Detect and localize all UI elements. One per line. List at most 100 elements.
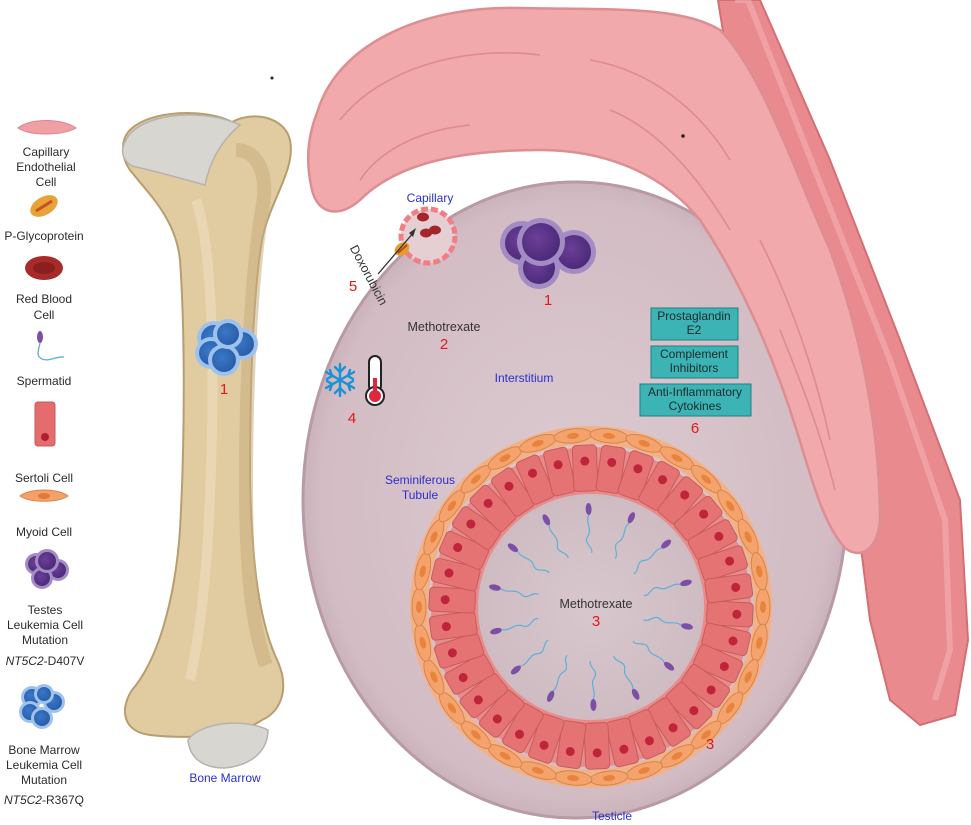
- myoid-nucleus: [603, 432, 615, 439]
- sertoli-cell-body: [701, 622, 752, 657]
- sertoli-cell: [491, 467, 535, 517]
- epididymis: [306, 6, 882, 555]
- text-line: Bone Marrow: [8, 743, 80, 757]
- snowflake-icon: [324, 362, 356, 398]
- sertoli-cell-body: [438, 530, 490, 570]
- sertoli-cell-body: [595, 444, 626, 494]
- sertoli-cell-body: [617, 450, 654, 501]
- sertoli-cell: [704, 573, 754, 604]
- sertoli-nucleus: [725, 556, 735, 566]
- spermatid-head: [680, 579, 692, 587]
- text-line: Endothelial: [16, 160, 75, 174]
- sertoli-cell-body: [478, 689, 525, 738]
- myoid-nucleus: [744, 531, 752, 543]
- sertoli-cell: [595, 444, 626, 494]
- myoid-nucleus: [760, 601, 766, 613]
- sertoli-nucleus: [528, 468, 538, 478]
- red-blood-cell-icon: [25, 256, 63, 280]
- spermatid: [613, 655, 640, 700]
- sertoli-cell: [583, 722, 611, 770]
- sertoli-cell-body: [680, 664, 731, 708]
- spermatid-tail: [614, 522, 630, 560]
- text-line: Complement: [660, 347, 729, 361]
- text-line: Tubule: [402, 488, 439, 502]
- number-temperature: 4: [348, 410, 356, 427]
- bone-marrow-label: Bone Marrow: [189, 771, 261, 785]
- myoid-nucleus: [701, 730, 711, 740]
- sertoli-nucleus: [633, 464, 643, 474]
- spermatid-tail: [585, 514, 593, 554]
- sertoli-nucleus: [658, 475, 668, 485]
- sertoli-cell: [502, 703, 544, 754]
- red-blood-cell: [420, 228, 432, 238]
- text-line: Leukemia Cell: [6, 758, 82, 772]
- spermatid-tail: [633, 547, 662, 575]
- myoid-nucleus: [744, 671, 752, 683]
- doxorubicin-arrow: [377, 231, 415, 275]
- spermatid-head: [681, 623, 693, 630]
- sertoli-nucleus: [607, 457, 617, 467]
- number-testes-cells: 1: [544, 292, 552, 309]
- sertoli-cell-body: [428, 610, 478, 641]
- sertoli-nucleus: [619, 744, 629, 754]
- sertoli-nucleus: [680, 490, 690, 500]
- myoid-nucleus: [430, 671, 438, 683]
- spermatid-head: [590, 698, 597, 711]
- spermatid-head: [510, 665, 521, 675]
- myoid-nucleus: [603, 775, 615, 782]
- sertoli-cell-body: [459, 672, 508, 719]
- myoid-nucleus: [447, 500, 457, 512]
- bone-marrow-leukemia-cell-icon: [19, 684, 65, 729]
- interstitium-label: Interstitium: [495, 371, 554, 385]
- number-bone-marrow-cells: 1: [220, 381, 228, 398]
- spermatid: [490, 617, 539, 635]
- myoid-nucleus: [567, 432, 579, 439]
- spermatid-tail: [613, 655, 634, 689]
- sertoli-cell-body: [543, 446, 577, 497]
- myoid-nucleus: [430, 531, 438, 543]
- spermatid-tail: [643, 616, 682, 626]
- sertoli-cell: [543, 446, 577, 497]
- spermatid: [489, 584, 539, 598]
- myoid-cell-icon: [19, 489, 69, 502]
- sertoli-nucleus: [483, 498, 493, 508]
- capillary-endothelial-icon: [17, 120, 77, 135]
- sertoli-nucleus: [504, 481, 514, 491]
- sertoli-cell: [428, 610, 478, 641]
- sertoli-cell-body: [571, 444, 599, 492]
- sertoli-cell: [665, 682, 713, 730]
- number-doxorubicin: 5: [349, 278, 357, 295]
- spermatid: [643, 616, 693, 630]
- myoid-nucleus: [416, 601, 422, 613]
- sertoli-cell-body: [583, 722, 611, 770]
- sertoli-cell: [515, 454, 555, 505]
- text-line: Inhibitors: [670, 361, 719, 375]
- sertoli-nucleus: [580, 456, 590, 466]
- text-line: Testes: [28, 603, 63, 617]
- sertoli-cell-body: [627, 709, 667, 760]
- sertoli-cell: [705, 600, 754, 628]
- spermatid-ring: [489, 503, 693, 711]
- sertoli-cell-body: [502, 703, 544, 754]
- spermatid: [643, 579, 692, 597]
- spermatid-head: [507, 543, 519, 553]
- myoid-nucleus: [447, 702, 457, 714]
- spermatid-head: [489, 584, 501, 591]
- myoid-nucleus: [499, 454, 511, 463]
- spermatid-head: [627, 512, 636, 524]
- spermatid: [633, 539, 672, 575]
- sertoli-cell: [638, 460, 680, 511]
- text-line: Cytokines: [669, 399, 722, 413]
- sertoli-cell: [674, 495, 723, 542]
- text-line: Prostaglandin: [657, 309, 730, 323]
- tubule-lumen: [478, 494, 704, 720]
- spermatid: [507, 543, 550, 574]
- sertoli-cell-body: [705, 600, 754, 628]
- myoid-cell-ring: [410, 426, 772, 788]
- thermometer-icon: [365, 355, 385, 406]
- sertoli-nucleus: [728, 636, 738, 646]
